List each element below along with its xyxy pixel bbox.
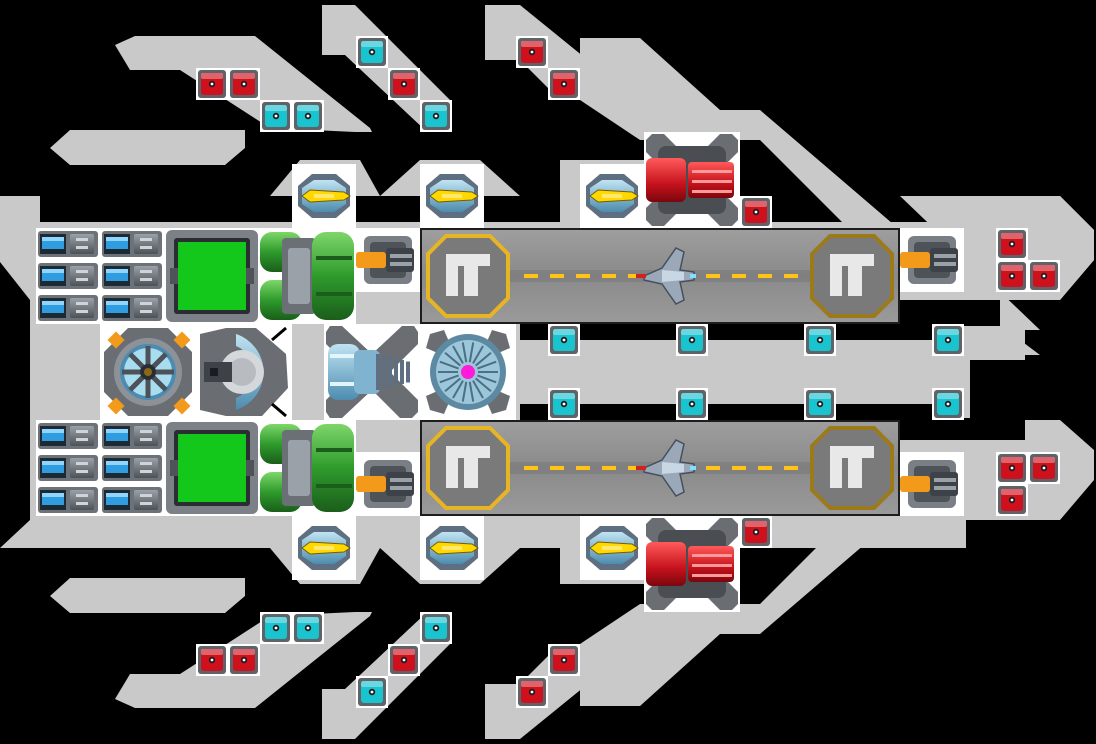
red-armor-block-icon[interactable] [388,644,420,676]
cyan-shield-block-icon[interactable] [260,612,292,644]
green-reactor-icon[interactable] [164,420,260,516]
red-armor-block-icon[interactable] [548,68,580,100]
cyan-shield-block-icon[interactable] [676,388,708,420]
yellow-thruster-icon[interactable] [580,516,644,580]
red-armor-block-icon[interactable] [516,36,548,68]
red-armor-block-icon[interactable] [996,484,1028,516]
yellow-thruster-icon[interactable] [420,516,484,580]
red-armor-block-icon[interactable] [996,228,1028,260]
landing-pad-left [426,234,510,318]
red-armor-block-icon[interactable] [196,68,228,100]
module-layer [36,36,1060,708]
green-reactor-icon[interactable] [164,228,260,324]
fighter-craft-icon[interactable] [636,439,696,497]
magenta-core-icon[interactable] [420,324,516,420]
landing-pad-right [810,426,894,510]
cyan-shield-block-icon[interactable] [548,388,580,420]
cyan-shield-block-icon[interactable] [932,324,964,356]
cyan-shield-block-icon[interactable] [356,676,388,708]
green-fuel-tank-icon[interactable] [260,420,356,516]
hangar-bay-icon[interactable] [420,228,900,324]
orange-turret-icon[interactable] [356,228,420,292]
yellow-thruster-icon[interactable] [292,164,356,228]
cyan-shield-block-icon[interactable] [804,324,836,356]
red-armor-block-icon[interactable] [228,644,260,676]
yellow-thruster-icon[interactable] [292,516,356,580]
cyan-shield-block-icon[interactable] [420,100,452,132]
red-armor-block-icon[interactable] [228,68,260,100]
hangar-bay-icon[interactable] [420,420,900,516]
red-armor-block-icon[interactable] [196,644,228,676]
red-armor-block-icon[interactable] [740,516,772,548]
red-armor-block-icon[interactable] [548,644,580,676]
yellow-thruster-icon[interactable] [420,164,484,228]
cyan-shield-block-icon[interactable] [260,100,292,132]
landing-pad-right [810,234,894,318]
red-armor-block-icon[interactable] [996,260,1028,292]
blue-battery-icon[interactable] [36,228,164,324]
cyan-shield-block-icon[interactable] [292,612,324,644]
cyan-shield-block-icon[interactable] [356,36,388,68]
red-heavy-cannon-icon[interactable] [644,516,740,612]
landing-pad-left [426,426,510,510]
red-armor-block-icon[interactable] [1028,452,1060,484]
cyan-shield-block-icon[interactable] [548,324,580,356]
orange-turret-icon[interactable] [900,228,964,292]
orange-turret-icon[interactable] [356,452,420,516]
cyan-shield-block-icon[interactable] [932,388,964,420]
orange-turret-icon[interactable] [900,452,964,516]
gyroscope-icon[interactable] [100,324,196,420]
red-heavy-cannon-icon[interactable] [644,132,740,228]
shield-generator-icon[interactable] [196,324,292,420]
red-armor-block-icon[interactable] [740,196,772,228]
red-armor-block-icon[interactable] [516,676,548,708]
yellow-thruster-icon[interactable] [580,164,644,228]
hangar-bays [420,228,900,516]
cyan-shield-block-icon[interactable] [676,324,708,356]
fighter-craft-icon[interactable] [636,247,696,305]
red-armor-block-icon[interactable] [1028,260,1060,292]
green-fuel-tank-icon[interactable] [260,228,356,324]
blue-engine-icon[interactable] [324,324,420,420]
cyan-shield-block-icon[interactable] [804,388,836,420]
red-armor-block-icon[interactable] [996,452,1028,484]
red-armor-block-icon[interactable] [388,68,420,100]
cyan-shield-block-icon[interactable] [420,612,452,644]
cyan-shield-block-icon[interactable] [292,100,324,132]
blue-battery-icon[interactable] [36,420,164,516]
